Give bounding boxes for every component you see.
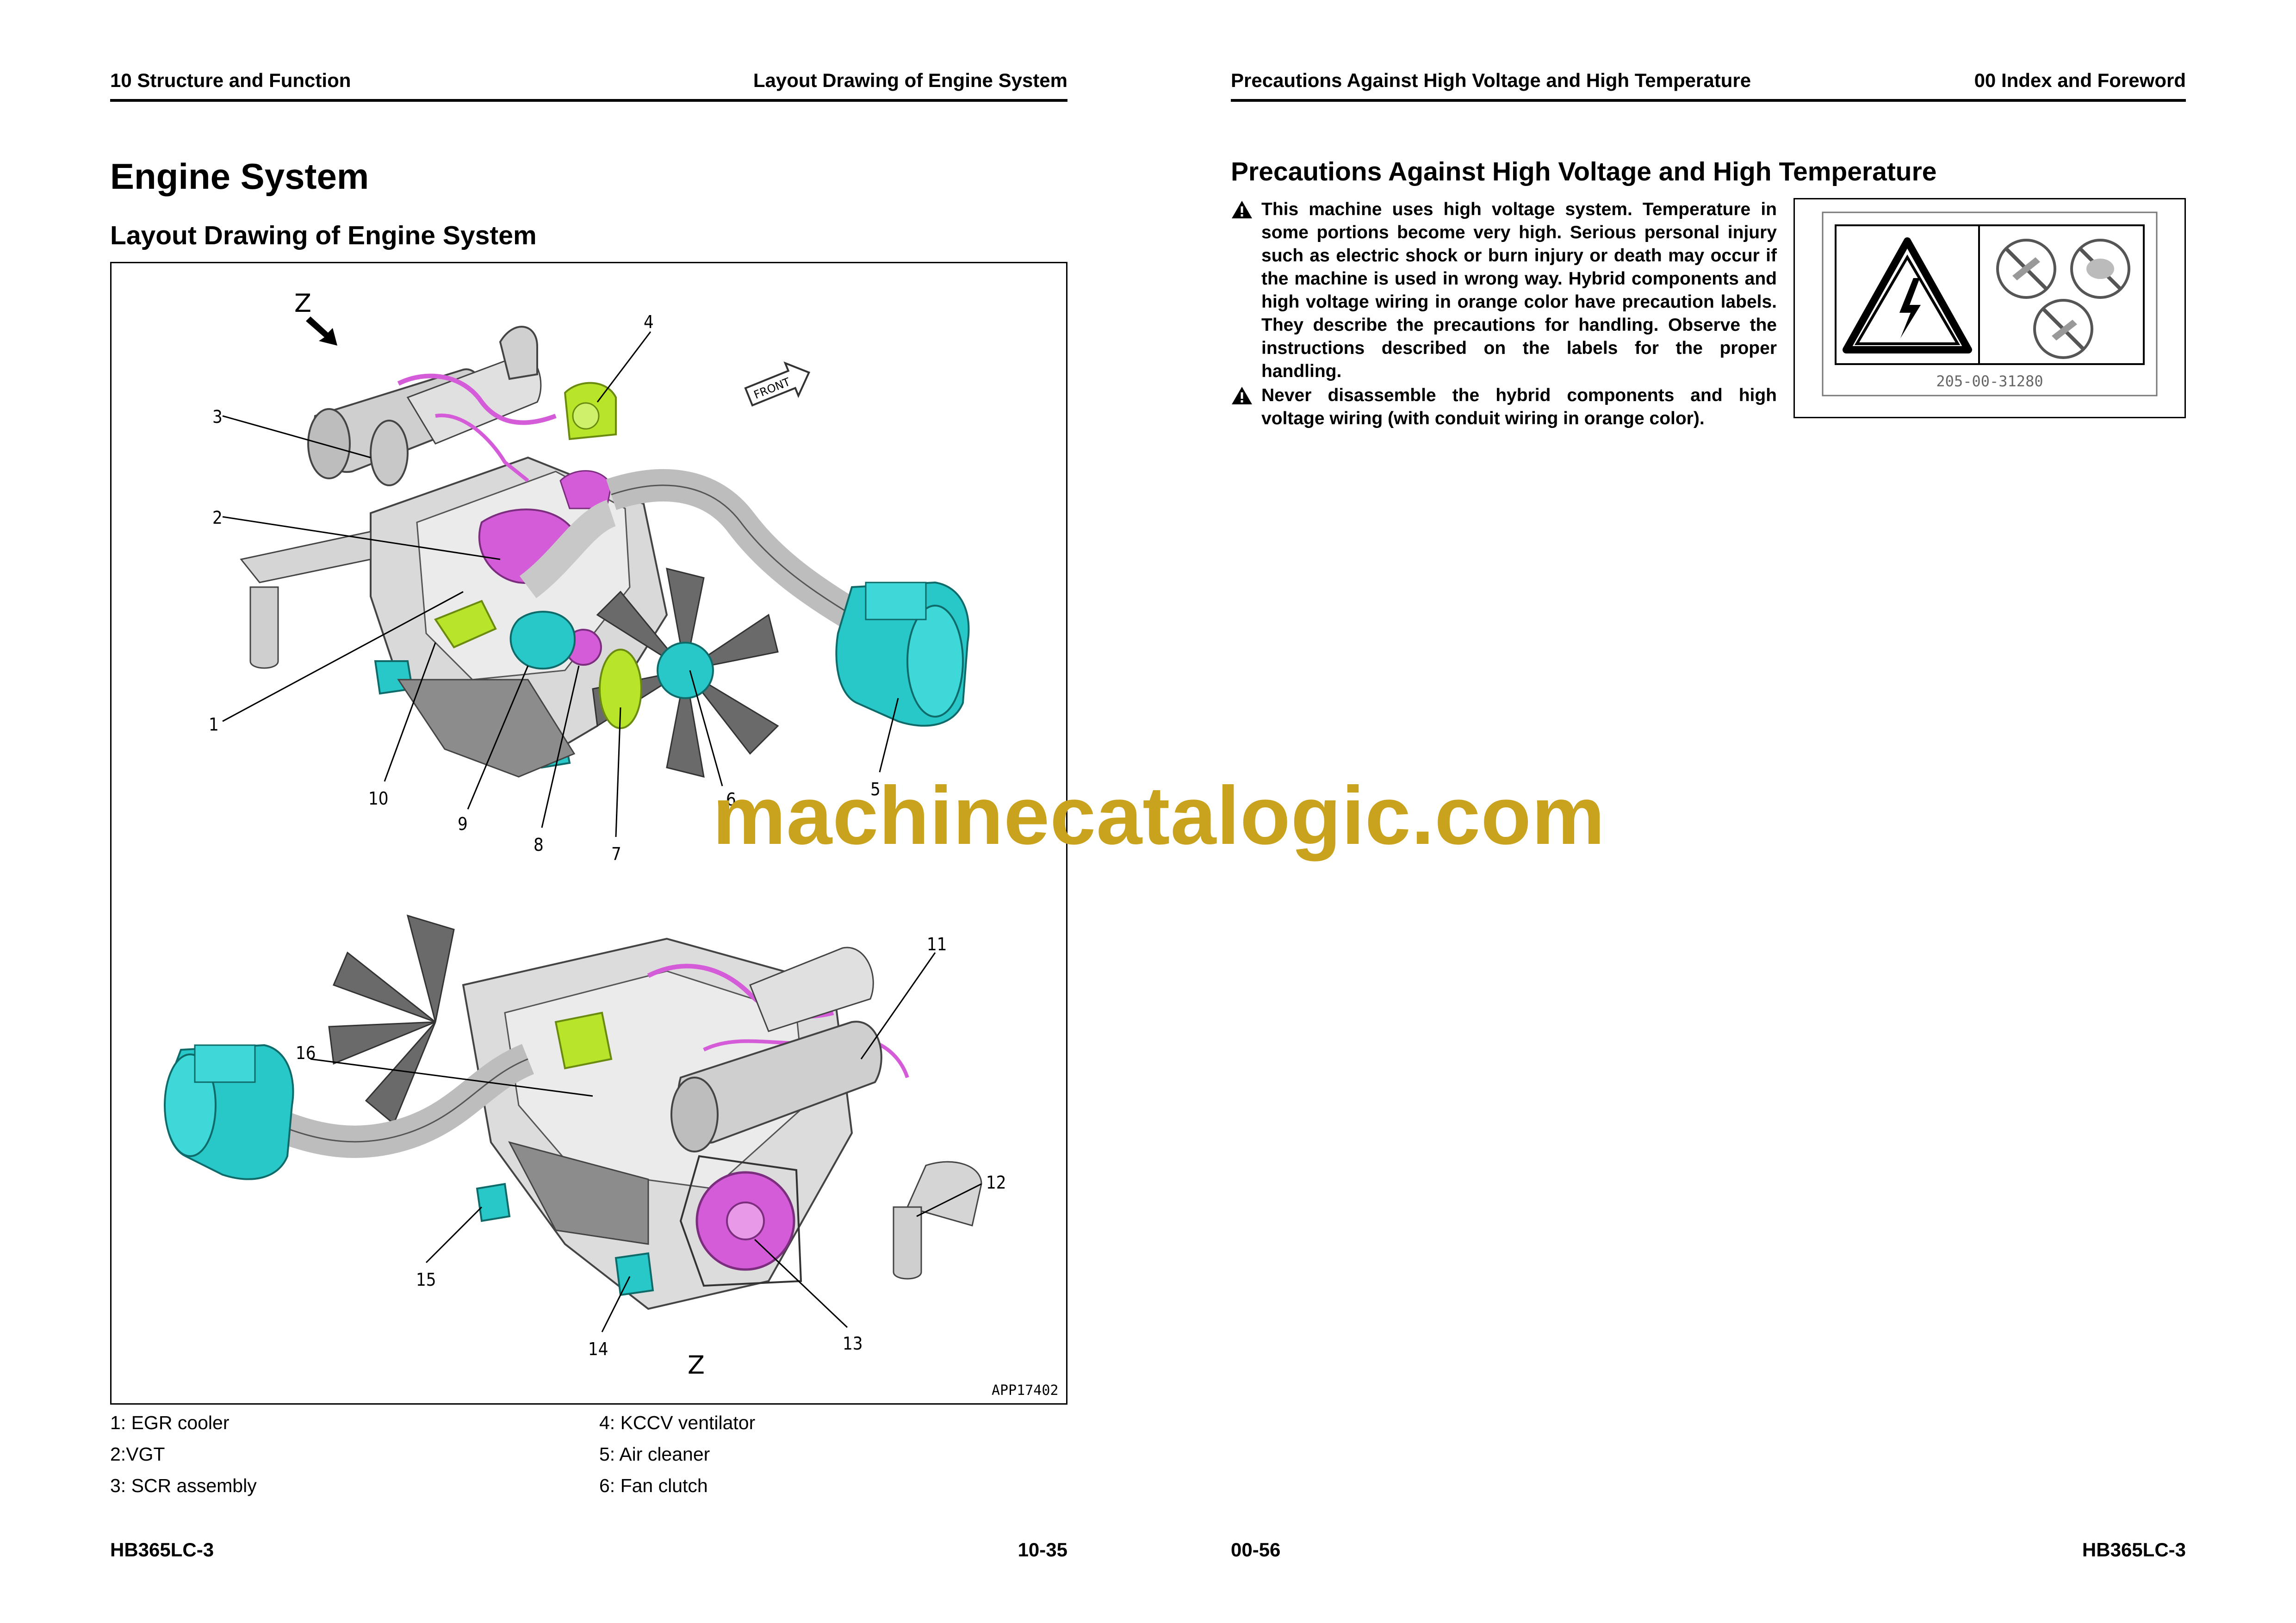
callout-3: 3 — [212, 407, 223, 427]
callouts-bottom: 11 12 13 14 15 16 Z APP17402 — [296, 934, 1059, 1399]
callout-6: 6 — [726, 789, 736, 810]
callout-12: 12 — [986, 1172, 1006, 1193]
figure-code: APP17402 — [992, 1382, 1059, 1399]
callout-1: 1 — [209, 714, 219, 735]
callout-14: 14 — [588, 1339, 608, 1359]
left-footer-model: HB365LC-3 — [110, 1539, 214, 1561]
warning-paragraph: Never disassemble the hybrid components … — [1231, 384, 1777, 430]
page-title: Engine System — [110, 156, 369, 197]
callout-15: 15 — [416, 1270, 436, 1290]
warning-paragraph: This machine uses high voltage system. T… — [1231, 198, 1777, 383]
engine-bottom-view — [164, 914, 982, 1310]
callout-7: 7 — [611, 844, 621, 864]
callout-13: 13 — [843, 1333, 863, 1354]
callout-16: 16 — [296, 1043, 316, 1063]
front-direction-sign: FRONT — [744, 361, 810, 407]
section-subtitle: Layout Drawing of Engine System — [110, 221, 537, 250]
view-arrow-icon — [306, 316, 337, 346]
callout-11: 11 — [927, 934, 947, 954]
fan-top-view — [592, 567, 779, 778]
right-footer-model: HB365LC-3 — [2082, 1539, 2186, 1561]
left-footer-page-number: 10-35 — [1018, 1539, 1067, 1561]
view-label-z-top: Z — [294, 289, 311, 318]
precaution-label-figure: 205-00-31280 — [1793, 198, 2186, 418]
legend-item: 5: Air cleaner — [599, 1443, 710, 1465]
precautions-title: Precautions Against High Voltage and Hig… — [1231, 157, 1937, 186]
left-header-rule — [110, 99, 1067, 102]
callout-2: 2 — [212, 508, 223, 528]
fan-bottom-view — [328, 914, 455, 1125]
engine-layout-figure: Z FRONT — [110, 262, 1067, 1405]
right-footer-page-number: 00-56 — [1231, 1539, 1281, 1561]
no-touch-hot-icon — [2070, 239, 2130, 299]
engine-top-view: Z FRONT — [240, 289, 970, 778]
engine-drawing: Z FRONT — [164, 289, 1059, 1399]
label-code: 205-00-31280 — [1936, 372, 2043, 390]
legend-item: 1: EGR cooler — [110, 1412, 230, 1433]
warning-triangle-icon — [1232, 387, 1252, 404]
no-disassembly-icon — [1996, 239, 2056, 299]
warning-triangle-icon — [1232, 201, 1252, 218]
precaution-label-drawing: 205-00-31280 — [1822, 211, 2158, 396]
legend-item: 6: Fan clutch — [599, 1475, 708, 1496]
legend-item: 4: KCCV ventilator — [599, 1412, 756, 1433]
right-header-rule — [1231, 99, 2186, 102]
high-voltage-warning-icon — [1843, 237, 1972, 353]
right-header-topic: Precautions Against High Voltage and Hig… — [1231, 69, 1751, 91]
left-header-topic: Layout Drawing of Engine System — [753, 69, 1067, 91]
callout-8: 8 — [534, 835, 544, 855]
warning-text: This machine uses high voltage system. T… — [1261, 199, 1777, 381]
callout-4: 4 — [644, 312, 654, 332]
callouts-top: 3 2 4 1 10 9 8 7 6 5 — [209, 312, 899, 864]
callout-10: 10 — [368, 788, 389, 809]
view-label-z-bottom: Z — [688, 1350, 705, 1380]
callout-5: 5 — [870, 779, 881, 799]
left-header-section: 10 Structure and Function — [110, 69, 351, 91]
caution-fluid-icon — [2033, 299, 2093, 359]
watermark: machinecatalogic.com — [713, 769, 1606, 861]
legend-item: 2:VGT — [110, 1443, 165, 1465]
legend-item: 3: SCR assembly — [110, 1475, 257, 1496]
callout-9: 9 — [458, 814, 468, 834]
warning-text: Never disassemble the hybrid components … — [1261, 385, 1777, 428]
right-header-section: 00 Index and Foreword — [1974, 69, 2186, 91]
